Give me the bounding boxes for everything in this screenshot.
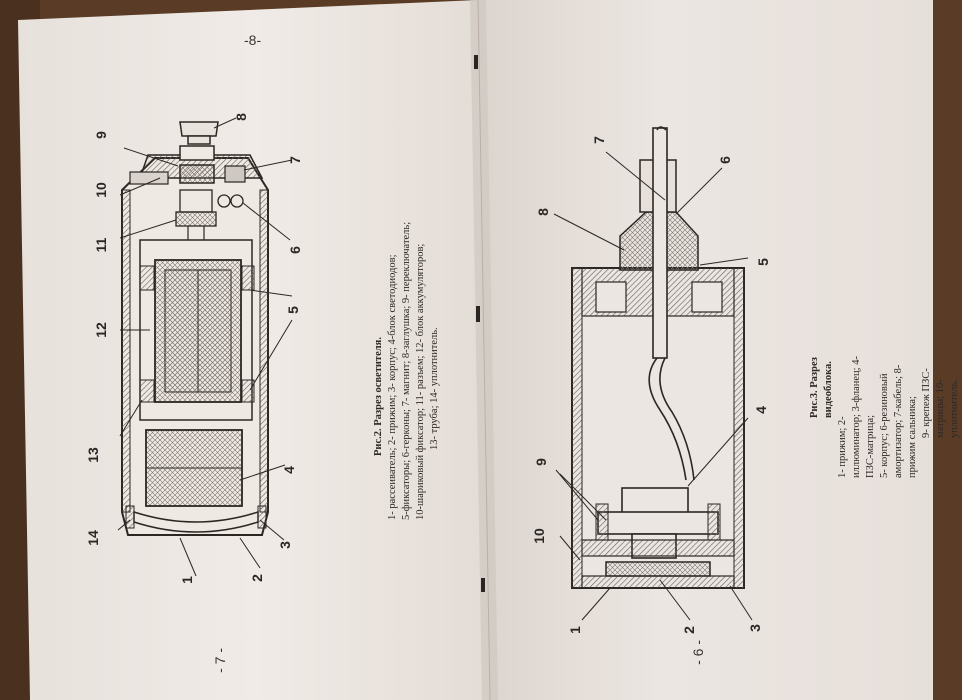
- figure-3-caption-title: Рис.3. Разрез видеоблока.: [809, 357, 834, 418]
- fig2-callout-4: 4: [281, 466, 297, 474]
- fig3-callout-8: 8: [535, 208, 551, 216]
- fig2-callout-5: 5: [285, 306, 301, 314]
- fig2-callout-3: 3: [277, 541, 293, 549]
- fig2-callout-14: 14: [85, 530, 101, 546]
- fig2-callout-2: 2: [249, 574, 265, 582]
- figure-3-caption-line: 1- прижим; 2-иллюминатор; 3-фланец; 4-ПЗ…: [837, 356, 876, 478]
- fig2-callout-7: 7: [287, 156, 303, 164]
- figure-2-caption-line: 5-фиксаторы; 6-герконы; 7- магнит; 8-заг…: [401, 221, 412, 520]
- page-number-bottom-right: - 6 -: [690, 640, 706, 665]
- fig3-callout-9: 9: [533, 458, 549, 466]
- fig2-callout-6: 6: [287, 246, 303, 254]
- figure-3-caption-line: 9- крепеж ПЗС-матрицы; 10-уплотнитель.: [921, 368, 960, 438]
- fig2-callout-8: 8: [233, 113, 249, 121]
- page-number-bottom-left: - 7 -: [212, 648, 228, 673]
- figure-2-caption-line: 13- труба; 14- уплотнитель.: [429, 327, 440, 450]
- figure-3-caption-line: 5- корпус; 6-резиновый амортизатор; 7-ка…: [879, 364, 918, 478]
- fig2-callout-1: 1: [179, 576, 195, 584]
- fig3-callout-10: 10: [531, 528, 547, 544]
- fig2-callout-9: 9: [93, 131, 109, 139]
- fig2-callout-13: 13: [85, 447, 101, 463]
- fig3-callout-5: 5: [755, 258, 771, 266]
- fig3-callout-4: 4: [753, 406, 769, 414]
- figure-3-caption: Рис.3. Разрез видеоблока. 1- прижим; 2-и…: [808, 353, 962, 478]
- figure-3-drawing: [553, 126, 753, 621]
- fig3-callout-3: 3: [747, 624, 763, 632]
- page-number-top-left: -8-: [244, 32, 262, 48]
- figure-2-drawing: [117, 117, 293, 577]
- figure-2-caption: Рис.2. Разрез осветителя. 1- рассеивател…: [372, 222, 442, 520]
- figure-2-caption-title: Рис.2. Разрез осветителя.: [373, 337, 384, 456]
- figure-2-caption-line: 10-шариковый фиксатор; 11- разъем; 12- б…: [415, 243, 426, 520]
- fig2-callout-10: 10: [93, 182, 109, 198]
- booklet-background: [0, 0, 933, 700]
- fig2-callout-12: 12: [93, 322, 109, 338]
- fig3-callout-1: 1: [567, 626, 583, 634]
- fig3-callout-2: 2: [681, 626, 697, 634]
- figure-2-caption-line: 1- рассеиватель; 2- прижим; 3- корпус; 4…: [387, 254, 398, 520]
- fig3-callout-6: 6: [717, 156, 733, 164]
- fig2-callout-11: 11: [93, 237, 109, 252]
- fig3-callout-7: 7: [591, 136, 607, 144]
